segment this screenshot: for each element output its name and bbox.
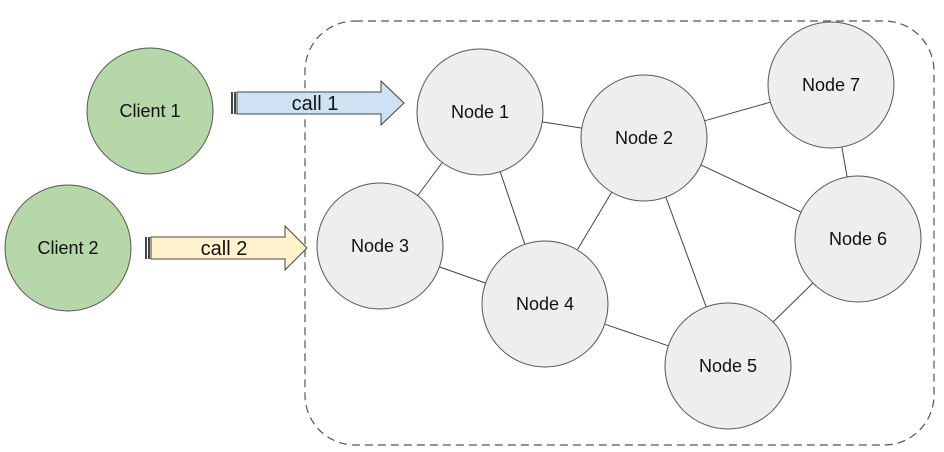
edge-node-1-node-3 <box>417 162 443 196</box>
edges <box>417 101 848 347</box>
call-arrow-2-label: call 2 <box>201 238 248 260</box>
call-arrow-1-tail-bar <box>234 92 236 114</box>
edge-node-5-node-6 <box>772 282 814 323</box>
edge-node-2-node-6 <box>700 164 802 213</box>
call-arrow-1: call 1 <box>231 79 405 127</box>
edge-node-1-node-2 <box>542 121 582 129</box>
node-4-label: Node 4 <box>516 294 574 314</box>
edge-node-2-node-4 <box>576 191 613 251</box>
call-arrow-1-shape <box>236 79 405 127</box>
node-5-label: Node 5 <box>699 356 757 376</box>
edge-node-2-node-5 <box>665 196 707 308</box>
call-arrow-2-tail-bar <box>148 237 150 259</box>
call-arrow-2-tail-bar <box>145 237 147 259</box>
call-arrow-2: call 2 <box>145 224 308 272</box>
node-2-circle <box>580 74 708 202</box>
edge-node-4-node-5 <box>604 323 669 347</box>
node-6-circle <box>794 175 922 303</box>
edge-node-3-node-4 <box>439 266 486 284</box>
node-6-label: Node 6 <box>829 229 887 249</box>
node-3: Node 3 <box>316 182 444 310</box>
client-2-circle <box>4 184 132 312</box>
node-7-label: Node 7 <box>802 75 860 95</box>
node-1-circle <box>416 48 544 176</box>
node-2-label: Node 2 <box>615 128 673 148</box>
node-7: Node 7 <box>767 21 895 149</box>
call-arrow-1-tail-bar <box>231 92 233 114</box>
node-4: Node 4 <box>481 240 609 368</box>
edge-node-1-node-4 <box>499 171 526 245</box>
node-1: Node 1 <box>416 48 544 176</box>
node-5-circle <box>664 302 792 430</box>
client-1-label: Client 1 <box>119 101 180 121</box>
cluster-boundary <box>304 20 935 446</box>
node-7-circle <box>767 21 895 149</box>
node-3-label: Node 3 <box>351 236 409 256</box>
call-arrow-2-shape <box>150 224 308 272</box>
node-5: Node 5 <box>664 302 792 430</box>
client-2: Client 2 <box>4 184 132 312</box>
node-2: Node 2 <box>580 74 708 202</box>
client-1: Client 1 <box>86 47 214 175</box>
call-arrow-1-label: call 1 <box>292 93 339 115</box>
node-1-label: Node 1 <box>451 102 509 122</box>
node-6: Node 6 <box>794 175 922 303</box>
node-4-circle <box>481 240 609 368</box>
edge-node-6-node-7 <box>841 147 848 177</box>
client-2-label: Client 2 <box>37 238 98 258</box>
edge-node-2-node-7 <box>704 101 771 122</box>
node-3-circle <box>316 182 444 310</box>
client-1-circle <box>86 47 214 175</box>
